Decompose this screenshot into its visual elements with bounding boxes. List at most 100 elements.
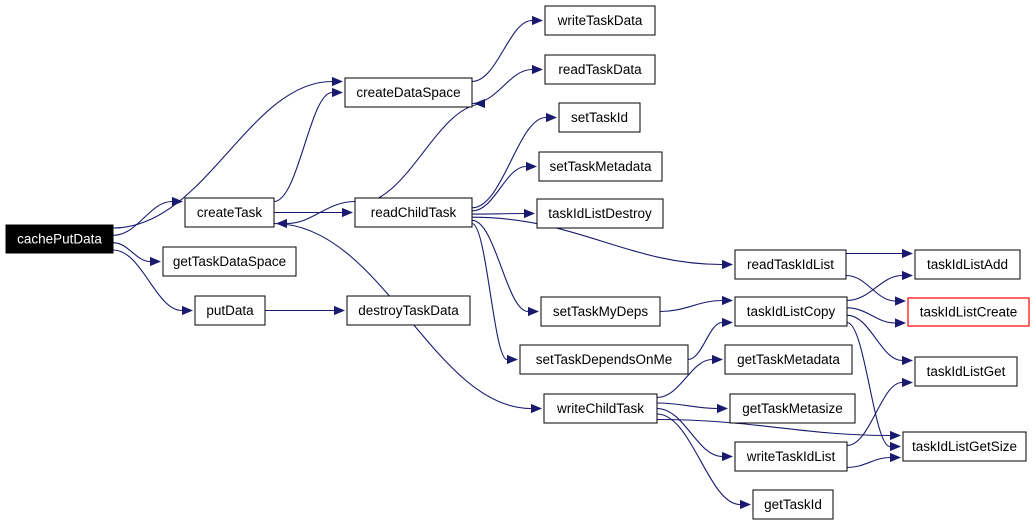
edge-writeChildTask-to-taskIdListGetSize <box>656 418 891 437</box>
node-box-taskIdListCopy[interactable] <box>734 296 848 327</box>
edge-arrowhead <box>172 196 183 207</box>
edge-setTaskMyDeps-to-taskIdListCopy <box>659 299 723 313</box>
node-writeTaskIdList[interactable]: writeTaskIdList <box>734 441 848 472</box>
edge-writeTaskIdList-to-taskIdListGetSize <box>846 456 891 469</box>
edge-arrowhead <box>895 296 906 306</box>
edge-arrowhead <box>722 259 733 270</box>
node-label-getTaskMetadata: getTaskMetadata <box>737 352 840 367</box>
edge-taskIdListCopy-to-taskIdListGet <box>846 314 903 362</box>
node-box-destroyTaskData[interactable] <box>346 295 471 326</box>
node-label-createTask: createTask <box>197 205 263 220</box>
node-box-getTaskMetasize[interactable] <box>729 393 856 424</box>
node-getTaskMetadata[interactable]: getTaskMetadata <box>724 344 853 375</box>
edge-arrowhead <box>890 452 901 463</box>
node-box-taskIdListDestroy[interactable] <box>536 198 664 229</box>
node-writeTaskData[interactable]: writeTaskData <box>544 5 656 36</box>
node-box-putData[interactable] <box>194 295 266 326</box>
edge-cachePutData-to-putData <box>112 249 183 312</box>
node-box-readTaskData[interactable] <box>544 54 656 85</box>
node-label-readTaskIdList: readTaskIdList <box>747 257 834 272</box>
node-createDataSpace[interactable]: createDataSpace <box>344 77 473 108</box>
node-label-writeTaskData: writeTaskData <box>557 13 643 28</box>
node-box-readChildTask[interactable] <box>354 197 473 228</box>
edge-createDataSpace-to-writeTaskData <box>471 19 533 83</box>
node-box-cachePutData[interactable] <box>5 224 114 254</box>
node-putData[interactable]: putData <box>194 295 266 326</box>
edge-taskIdListCopy-to-taskIdListCreate <box>846 307 896 324</box>
edge-setTaskDependsOnMe-to-taskIdListCopy <box>687 321 723 361</box>
edge-arrowhead <box>722 317 733 328</box>
node-box-createTask[interactable] <box>184 197 275 228</box>
node-readTaskData[interactable]: readTaskData <box>544 54 656 85</box>
node-box-writeChildTask[interactable] <box>543 393 658 424</box>
node-box-createDataSpace[interactable] <box>344 77 473 108</box>
node-box-taskIdListGetSize[interactable] <box>902 431 1027 462</box>
node-setTaskMetadata[interactable]: setTaskMetadata <box>538 151 663 182</box>
node-taskIdListDestroy[interactable]: taskIdListDestroy <box>536 198 664 229</box>
edge-readTaskIdList-to-taskIdListCreate <box>845 274 896 302</box>
edge-arrowhead <box>546 112 557 123</box>
edge-arrowhead <box>182 305 193 316</box>
node-label-destroyTaskData: destroyTaskData <box>358 303 459 318</box>
edge-writeChildTask-to-getTaskMetasize <box>656 402 718 410</box>
node-box-getTaskDataSpace[interactable] <box>162 246 297 277</box>
node-getTaskId[interactable]: getTaskId <box>752 489 834 520</box>
node-label-readTaskData: readTaskData <box>558 62 642 77</box>
edge-arrowhead <box>895 318 906 328</box>
edge-cachePutData-to-createDataSpace <box>112 80 333 229</box>
node-taskIdListGetSize[interactable]: taskIdListGetSize <box>902 431 1027 462</box>
node-box-getTaskId[interactable] <box>752 489 834 520</box>
node-label-writeTaskIdList: writeTaskIdList <box>746 449 836 464</box>
node-setTaskDependsOnMe[interactable]: setTaskDependsOnMe <box>519 344 689 375</box>
node-cachePutData[interactable]: cachePutData <box>5 224 114 254</box>
node-setTaskId[interactable]: setTaskId <box>558 102 641 133</box>
node-label-getTaskDataSpace: getTaskDataSpace <box>173 254 286 269</box>
edge-arrowhead <box>150 256 161 267</box>
node-label-taskIdListGet: taskIdListGet <box>927 364 1006 379</box>
node-box-taskIdListGet[interactable] <box>914 356 1018 387</box>
node-label-taskIdListAdd: taskIdListAdd <box>927 257 1008 272</box>
node-createTask[interactable]: createTask <box>184 197 275 228</box>
node-setTaskMyDeps[interactable]: setTaskMyDeps <box>540 296 661 327</box>
node-taskIdListCopy[interactable]: taskIdListCopy <box>734 296 848 327</box>
node-getTaskMetasize[interactable]: getTaskMetasize <box>729 393 856 424</box>
node-box-setTaskId[interactable] <box>558 102 641 133</box>
node-box-setTaskMyDeps[interactable] <box>540 296 661 327</box>
node-label-setTaskDependsOnMe: setTaskDependsOnMe <box>536 352 673 367</box>
node-box-taskIdListCreate[interactable] <box>907 297 1030 327</box>
edge-readChildTask-to-createDataSpace <box>354 102 486 206</box>
edge-arrowhead <box>342 207 353 218</box>
node-label-putData: putData <box>206 303 254 318</box>
edge-arrowhead <box>531 403 542 414</box>
edge-taskIdListCopy-to-taskIdListAdd <box>846 274 903 302</box>
node-box-setTaskMetadata[interactable] <box>538 151 663 182</box>
edge-arrowhead <box>902 377 913 388</box>
edge-readChildTask-to-setTaskId <box>471 116 547 209</box>
node-box-getTaskMetadata[interactable] <box>724 344 853 375</box>
edge-arrowhead <box>532 15 543 26</box>
edge-cachePutData-to-createTask <box>112 200 173 236</box>
node-box-readTaskIdList[interactable] <box>734 249 847 280</box>
node-label-setTaskMetadata: setTaskMetadata <box>549 159 652 174</box>
edge-arrowhead <box>890 441 901 452</box>
node-box-setTaskDependsOnMe[interactable] <box>519 344 689 375</box>
node-destroyTaskData[interactable]: destroyTaskData <box>346 295 471 326</box>
edge-arrowhead <box>334 305 345 316</box>
node-getTaskDataSpace[interactable]: getTaskDataSpace <box>162 246 297 277</box>
node-box-writeTaskIdList[interactable] <box>734 441 848 472</box>
node-readChildTask[interactable]: readChildTask <box>354 197 473 228</box>
node-box-writeTaskData[interactable] <box>544 5 656 36</box>
node-taskIdListAdd[interactable]: taskIdListAdd <box>914 249 1021 280</box>
node-writeChildTask[interactable]: writeChildTask <box>543 393 658 424</box>
node-box-taskIdListAdd[interactable] <box>914 249 1021 280</box>
edge-cachePutData-to-getTaskDataSpace <box>112 242 151 263</box>
edge-arrowhead <box>332 87 343 98</box>
edge-arrowhead <box>722 451 733 462</box>
node-label-cachePutData: cachePutData <box>17 232 102 247</box>
node-taskIdListCreate[interactable]: taskIdListCreate <box>907 297 1030 327</box>
node-readTaskIdList[interactable]: readTaskIdList <box>734 249 847 280</box>
node-taskIdListGet[interactable]: taskIdListGet <box>914 356 1018 387</box>
edge-writeChildTask-to-getTaskMetadata <box>656 358 713 399</box>
